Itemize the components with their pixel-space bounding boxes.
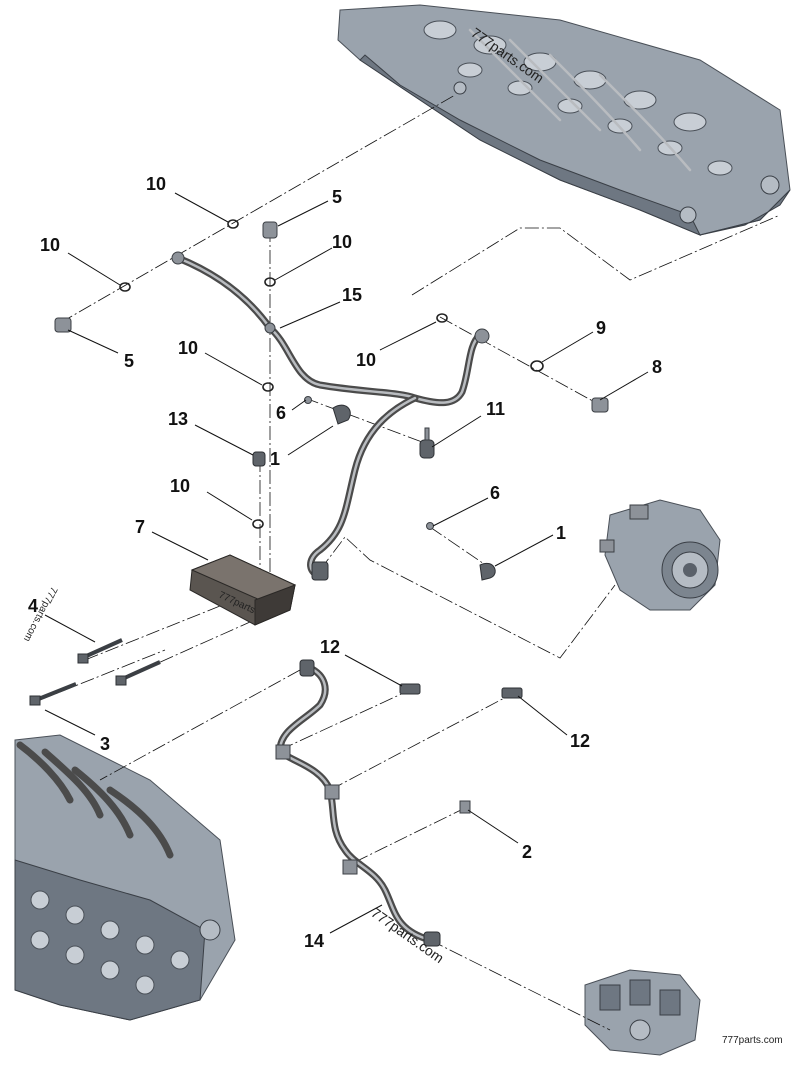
callout-8: 8 xyxy=(652,357,662,377)
callout-10: 10 xyxy=(332,232,352,252)
callout-10: 10 xyxy=(146,174,166,194)
callout-10: 10 xyxy=(178,338,198,358)
leader-lines xyxy=(44,192,649,934)
callout-5: 5 xyxy=(332,187,342,207)
watermark-left: 777parts.com xyxy=(21,585,59,644)
cylinder-head-top xyxy=(337,4,791,236)
fuel-line-14 xyxy=(275,659,441,947)
callout-6: 6 xyxy=(490,483,500,503)
callout-2: 2 xyxy=(522,842,532,862)
callout-13: 13 xyxy=(168,409,188,429)
callout-3: 3 xyxy=(100,734,110,754)
callout-1: 1 xyxy=(270,449,280,469)
high-pressure-pump-lower xyxy=(584,969,701,1056)
alignment-lines xyxy=(39,94,781,1031)
callout-11: 11 xyxy=(486,399,505,419)
callout-14: 14 xyxy=(304,931,324,951)
pressure-sensor xyxy=(419,427,435,459)
watermark-bottom-right: 777parts.com xyxy=(722,1035,783,1046)
callout-12: 12 xyxy=(570,731,590,751)
callout-numbers: 10 5 10 10 15 5 10 10 9 8 6 13 1 11 10 6… xyxy=(28,174,662,951)
callout-6: 6 xyxy=(276,403,286,423)
banjo-bolts xyxy=(54,221,609,467)
fittings xyxy=(399,683,523,814)
callout-10: 10 xyxy=(40,235,60,255)
o-rings xyxy=(119,219,544,529)
callout-9: 9 xyxy=(596,318,606,338)
high-pressure-pump-upper xyxy=(599,499,721,611)
callout-7: 7 xyxy=(135,517,145,537)
callout-10: 10 xyxy=(170,476,190,496)
callout-5: 5 xyxy=(124,351,134,371)
callout-15: 15 xyxy=(342,285,362,305)
callout-4: 4 xyxy=(28,596,38,616)
callout-1: 1 xyxy=(556,523,566,543)
long-bolts xyxy=(29,638,161,706)
clamps-and-screws xyxy=(304,396,496,581)
distributor-block: 777parts xyxy=(189,554,297,626)
fuel-line-15 xyxy=(171,251,490,581)
callout-10: 10 xyxy=(356,350,376,370)
callout-12: 12 xyxy=(320,637,340,657)
cylinder-head-bottom xyxy=(14,734,236,1021)
